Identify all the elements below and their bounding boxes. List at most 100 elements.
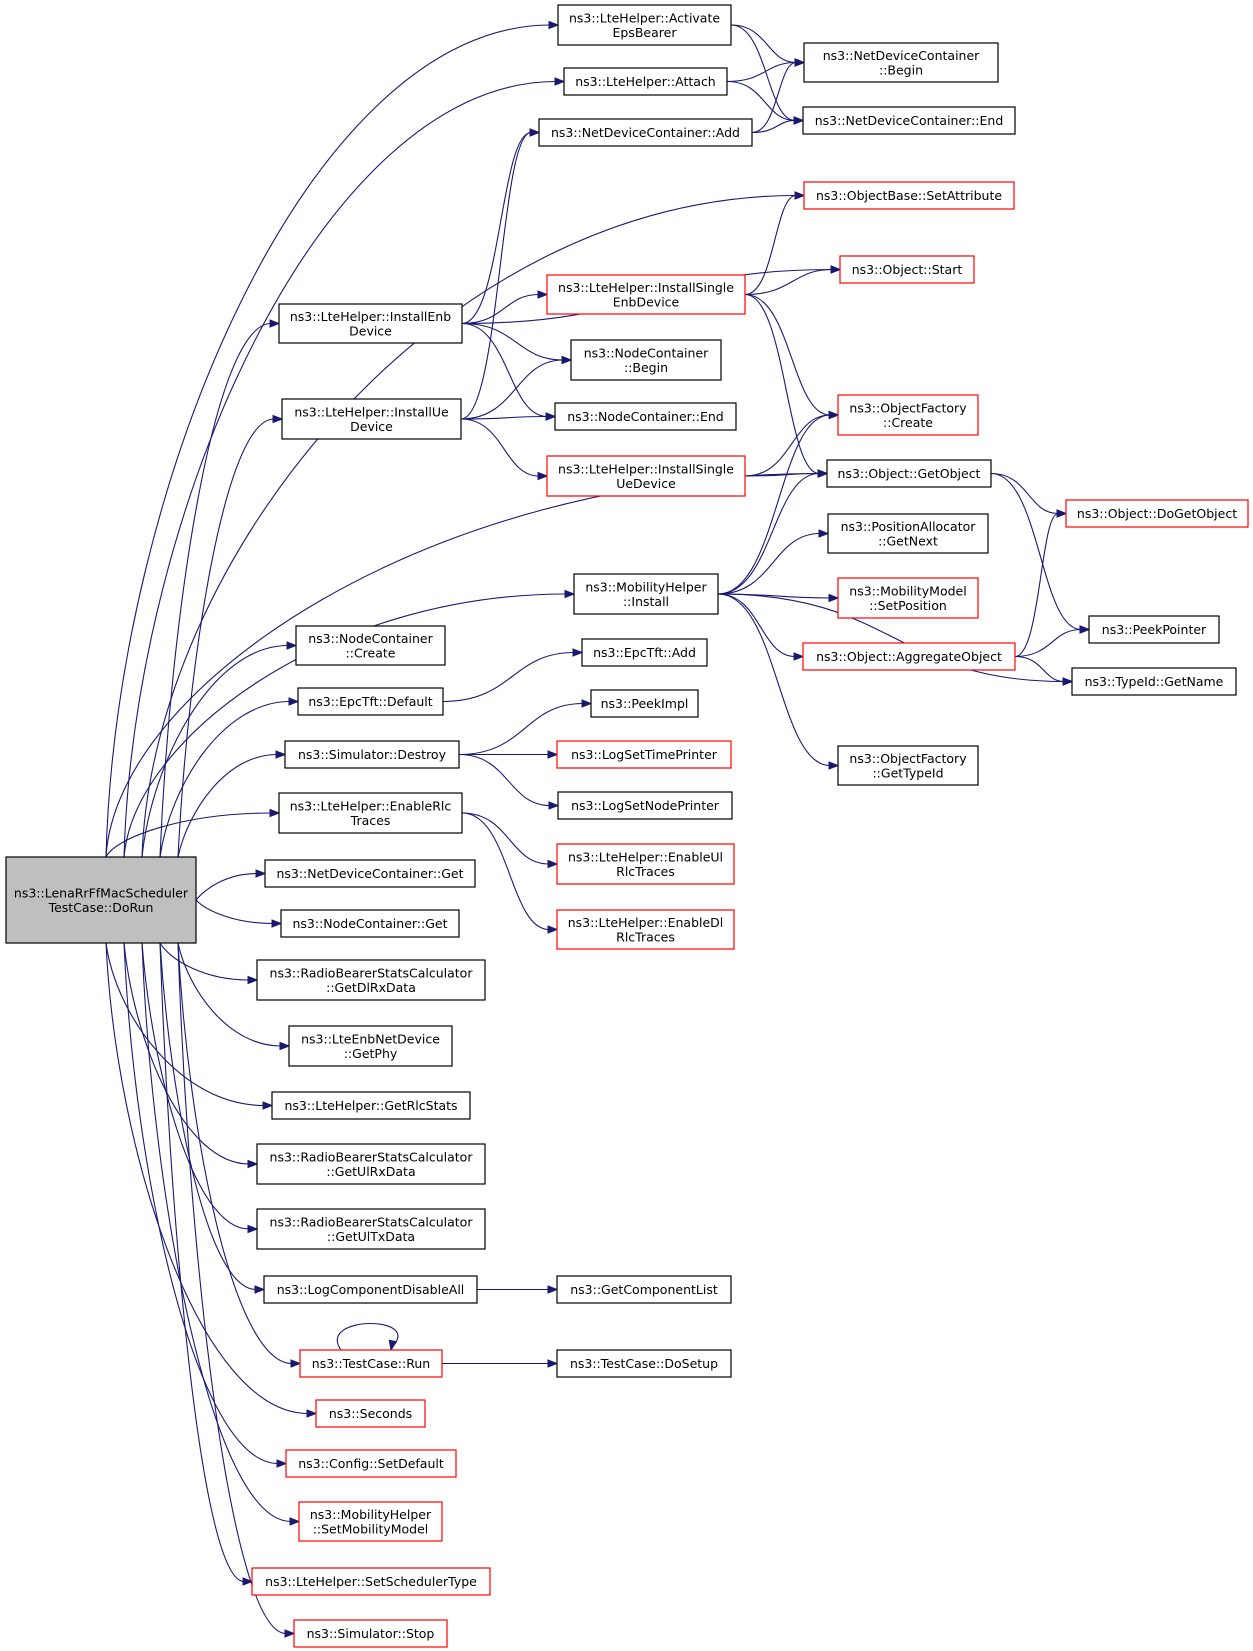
node-box-installsingleue[interactable] — [546, 455, 746, 497]
node-box-attach[interactable] — [563, 67, 728, 96]
node-ofgettypeid[interactable]: ns3::ObjectFactory::GetTypeId — [837, 745, 979, 786]
node-box-ndcget[interactable] — [264, 859, 476, 888]
node-box-peekpointer[interactable] — [1088, 615, 1220, 644]
node-box-getultx[interactable] — [256, 1208, 486, 1250]
node-box-installenb[interactable] — [278, 303, 463, 344]
node-box-ofcreate[interactable] — [837, 394, 979, 436]
node-box-logsettime[interactable] — [556, 740, 732, 769]
node-box-enabledl[interactable] — [556, 909, 735, 950]
node-ndcbegin[interactable]: ns3::NetDeviceContainer::Begin — [803, 42, 999, 83]
node-box-setposition[interactable] — [837, 577, 979, 619]
node-getcomplist[interactable]: ns3::GetComponentList — [556, 1275, 732, 1304]
node-box-typeidname[interactable] — [1071, 667, 1237, 696]
node-box-getulrx[interactable] — [256, 1143, 486, 1185]
node-peekimpl[interactable]: ns3::PeekImpl — [590, 689, 699, 718]
node-box-getrlcstats[interactable] — [271, 1091, 471, 1120]
node-box-enablerlc[interactable] — [278, 792, 463, 834]
node-dogetobject[interactable]: ns3::Object::DoGetObject — [1065, 499, 1249, 528]
node-box-enableul[interactable] — [556, 843, 735, 885]
node-logsettime[interactable]: ns3::LogSetTimePrinter — [556, 740, 732, 769]
node-box-setsched[interactable] — [251, 1567, 491, 1596]
node-seconds[interactable]: ns3::Seconds — [315, 1399, 426, 1428]
node-box-activate[interactable] — [557, 4, 732, 46]
node-epctftdefault[interactable]: ns3::EpcTft::Default — [297, 687, 444, 716]
node-aggregate[interactable]: ns3::Object::AggregateObject — [802, 642, 1016, 671]
node-ncend[interactable]: ns3::NodeContainer::End — [554, 402, 737, 431]
node-box-logsetnode[interactable] — [557, 791, 733, 820]
node-getulrx[interactable]: ns3::RadioBearerStatsCalculator::GetUlRx… — [256, 1143, 486, 1185]
node-simstop[interactable]: ns3::Simulator::Stop — [293, 1619, 448, 1648]
node-peekpointer[interactable]: ns3::PeekPointer — [1088, 615, 1220, 644]
node-ndcget[interactable]: ns3::NetDeviceContainer::Get — [264, 859, 476, 888]
node-setposition[interactable]: ns3::MobilityModel::SetPosition — [837, 577, 979, 619]
node-box-getobject[interactable] — [826, 459, 992, 488]
node-box-setmobmodel[interactable] — [298, 1501, 443, 1542]
node-box-epctftadd[interactable] — [581, 638, 708, 667]
node-box-ndcbegin[interactable] — [803, 42, 999, 83]
node-box-setdefault[interactable] — [285, 1449, 457, 1478]
node-epctftadd[interactable]: ns3::EpcTft::Add — [581, 638, 708, 667]
node-box-posalloc[interactable] — [827, 513, 989, 554]
node-typeidname[interactable]: ns3::TypeId::GetName — [1071, 667, 1237, 696]
node-box-root[interactable] — [5, 856, 197, 944]
node-box-aggregate[interactable] — [802, 642, 1016, 671]
node-ncbegin[interactable]: ns3::NodeContainer::Begin — [570, 339, 722, 381]
node-box-ndcadd[interactable] — [538, 118, 753, 147]
node-box-logdisable[interactable] — [263, 1275, 478, 1304]
node-simdestroy[interactable]: ns3::Simulator::Destroy — [284, 740, 460, 769]
node-box-peekimpl[interactable] — [590, 689, 699, 718]
node-box-ofgettypeid[interactable] — [837, 745, 979, 786]
node-box-simstop[interactable] — [293, 1619, 448, 1648]
node-getobject[interactable]: ns3::Object::GetObject — [826, 459, 992, 488]
node-box-installue[interactable] — [281, 398, 462, 440]
node-box-mobinstall[interactable] — [573, 573, 719, 615]
node-box-ndcend[interactable] — [802, 106, 1016, 135]
node-box-simdestroy[interactable] — [284, 740, 460, 769]
node-box-dogetobject[interactable] — [1065, 499, 1249, 528]
node-setdefault[interactable]: ns3::Config::SetDefault — [285, 1449, 457, 1478]
node-ofcreate[interactable]: ns3::ObjectFactory::Create — [837, 394, 979, 436]
node-setmobmodel[interactable]: ns3::MobilityHelper::SetMobilityModel — [298, 1501, 443, 1542]
node-box-ncget[interactable] — [280, 909, 460, 938]
node-ndcadd[interactable]: ns3::NetDeviceContainer::Add — [538, 118, 753, 147]
node-box-getphy[interactable] — [288, 1025, 453, 1067]
node-objstart[interactable]: ns3::Object::Start — [839, 255, 975, 284]
node-testrun[interactable]: ns3::TestCase::Run — [299, 1349, 443, 1378]
node-box-epctftdefault[interactable] — [297, 687, 444, 716]
node-ncget[interactable]: ns3::NodeContainer::Get — [280, 909, 460, 938]
node-getultx[interactable]: ns3::RadioBearerStatsCalculator::GetUlTx… — [256, 1208, 486, 1250]
node-getphy[interactable]: ns3::LteEnbNetDevice::GetPhy — [288, 1025, 453, 1067]
node-box-installsingleenb[interactable] — [546, 274, 746, 315]
node-box-getdlrx[interactable] — [256, 959, 486, 1001]
node-box-getcomplist[interactable] — [556, 1275, 732, 1304]
node-box-dosetup[interactable] — [556, 1349, 732, 1378]
node-logsetnode[interactable]: ns3::LogSetNodePrinter — [557, 791, 733, 820]
node-box-seconds[interactable] — [315, 1399, 426, 1428]
node-nccreate[interactable]: ns3::NodeContainer::Create — [295, 625, 446, 666]
node-getrlcstats[interactable]: ns3::LteHelper::GetRlcStats — [271, 1091, 471, 1120]
node-mobinstall[interactable]: ns3::MobilityHelper::Install — [573, 573, 719, 615]
node-box-ncend[interactable] — [554, 402, 737, 431]
node-dosetup[interactable]: ns3::TestCase::DoSetup — [556, 1349, 732, 1378]
node-attach[interactable]: ns3::LteHelper::Attach — [563, 67, 728, 96]
node-box-ncbegin[interactable] — [570, 339, 722, 381]
node-getdlrx[interactable]: ns3::RadioBearerStatsCalculator::GetDlRx… — [256, 959, 486, 1001]
node-posalloc[interactable]: ns3::PositionAllocator::GetNext — [827, 513, 989, 554]
node-ndcend[interactable]: ns3::NetDeviceContainer::End — [802, 106, 1016, 135]
node-setsched[interactable]: ns3::LteHelper::SetSchedulerType — [251, 1567, 491, 1596]
node-logdisable[interactable]: ns3::LogComponentDisableAll — [263, 1275, 478, 1304]
node-box-testrun[interactable] — [299, 1349, 443, 1378]
node-box-objstart[interactable] — [839, 255, 975, 284]
node-box-setattr[interactable] — [803, 181, 1015, 210]
node-setattr[interactable]: ns3::ObjectBase::SetAttribute — [803, 181, 1015, 210]
node-box-nccreate[interactable] — [295, 625, 446, 666]
